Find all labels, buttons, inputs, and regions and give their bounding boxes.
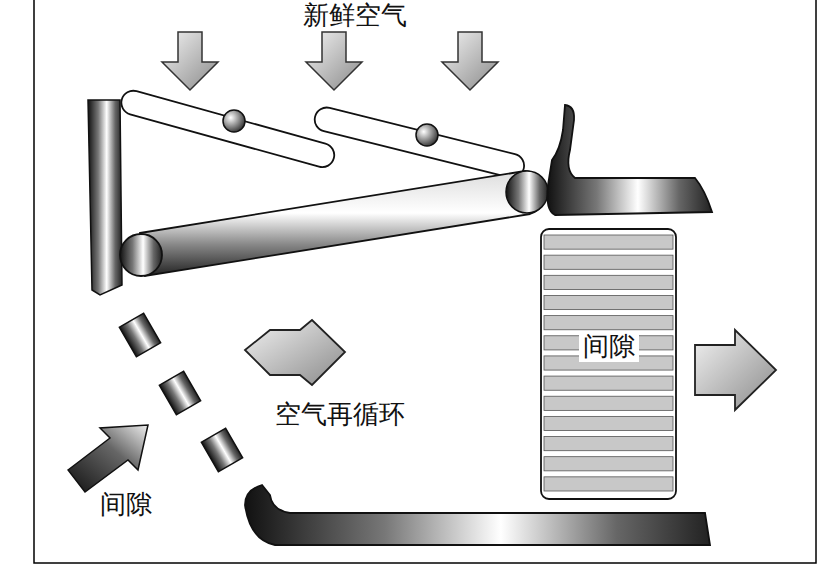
outlet-arrow: [695, 330, 776, 410]
core-outline: [540, 228, 677, 500]
recirculation-door: [120, 171, 548, 276]
heater-core: 间隙: [540, 228, 677, 500]
left-wall: [88, 100, 122, 295]
gap-inlet-arrow: [68, 425, 148, 492]
fresh-air-arrows: [162, 32, 498, 90]
label: 新鲜空气: [303, 1, 407, 31]
upper-flaps: [119, 88, 527, 180]
label: 间隙: [100, 490, 152, 520]
core-label: 间隙: [579, 332, 639, 362]
upper-duct: [547, 105, 712, 215]
recirculation-arrow: [245, 320, 345, 385]
frame: [34, 0, 816, 563]
label: 空气再循环: [275, 400, 405, 430]
